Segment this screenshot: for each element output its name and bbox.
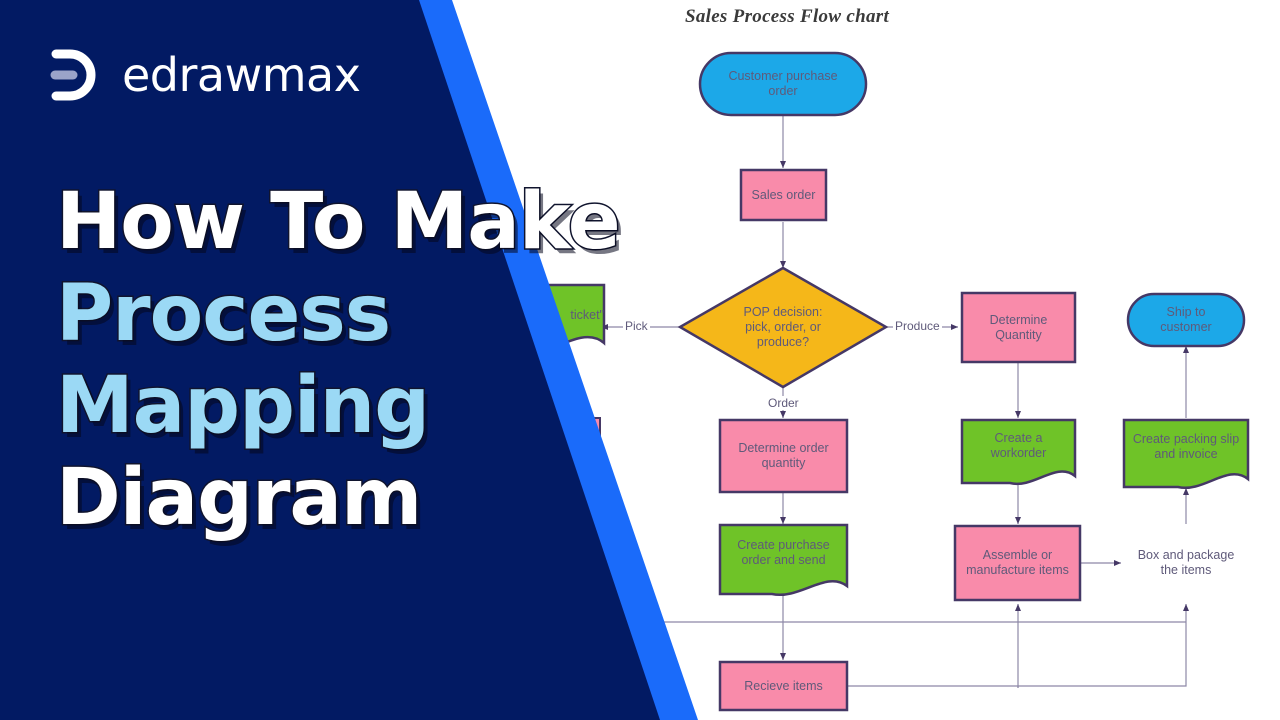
- headline-line-1: How To Make: [55, 176, 623, 269]
- headline-line-4: Diagram: [55, 452, 424, 545]
- headline-line-2: Process: [55, 268, 393, 361]
- edrawmax-d-logo-icon: [50, 49, 96, 101]
- brand-wordmark: edrawmax: [122, 48, 361, 102]
- headline-block: How To Make Process Mapping Diagram: [55, 176, 676, 545]
- brand-logo: edrawmax: [44, 44, 361, 106]
- edge-label-order: Order: [766, 396, 801, 410]
- edge-label-produce: Produce: [893, 319, 942, 333]
- flowchart-title: Sales Process Flow chart: [684, 6, 890, 27]
- headline-line-3: Mapping: [55, 360, 432, 453]
